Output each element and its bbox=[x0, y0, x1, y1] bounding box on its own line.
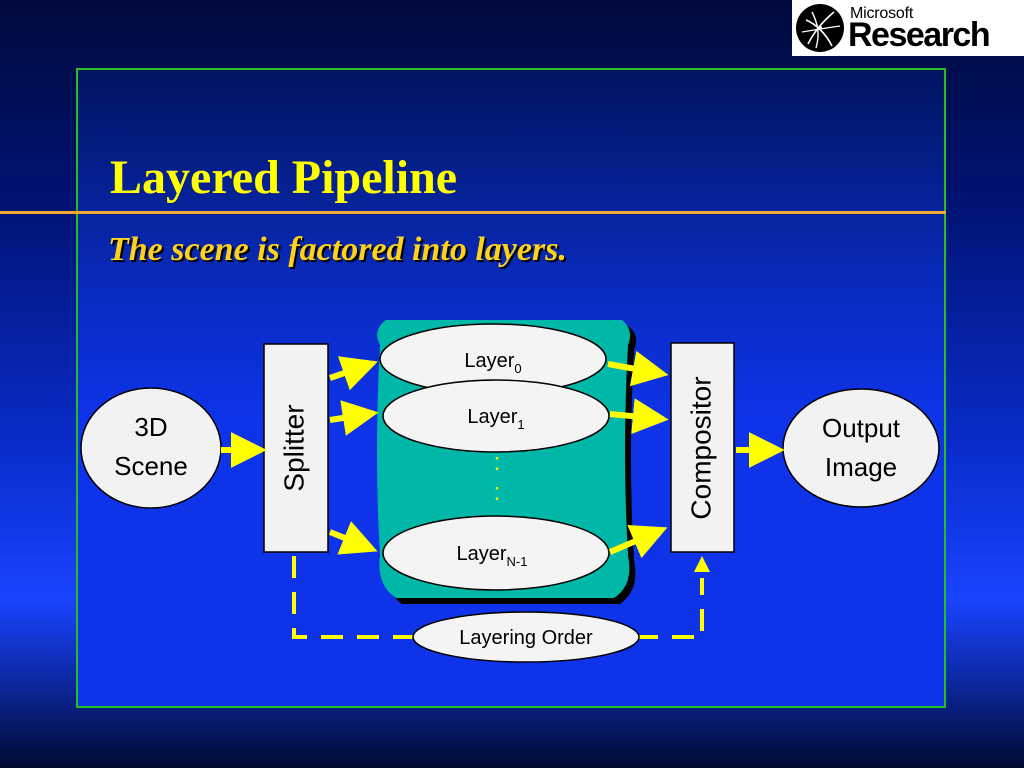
slide-title: Layered Pipeline bbox=[110, 151, 458, 204]
title-rule bbox=[0, 211, 946, 214]
logo-big-text: Research bbox=[848, 16, 991, 54]
arrow-splitter-to-layer-n-1 bbox=[328, 521, 378, 555]
arrow-layer-0-to-compositor bbox=[607, 350, 669, 387]
slide-subtitle: The scene is factored into layers. bbox=[108, 231, 567, 268]
arrow-layer-1-to-compositor bbox=[609, 398, 669, 435]
layer-0-base: Layer bbox=[464, 350, 514, 372]
dashed-line-right bbox=[636, 578, 704, 639]
layer-n-1-base: Layer bbox=[457, 543, 507, 565]
logo-small-text: Microsoft bbox=[850, 5, 914, 22]
logo-mark-icon bbox=[796, 4, 844, 52]
layer-0-label: Layer0 bbox=[464, 350, 521, 376]
layer-ellipsis: : : bbox=[494, 449, 501, 506]
arrow-splitter-to-layer-1 bbox=[329, 400, 379, 436]
layer-1-subscript: 1 bbox=[517, 417, 524, 432]
splitter-node: Splitter bbox=[263, 343, 329, 553]
pipeline-arrows bbox=[221, 350, 785, 559]
output-node: Output Image bbox=[782, 388, 940, 508]
dashed-arrowhead bbox=[694, 556, 710, 572]
layering-order-label: Layering Order bbox=[459, 627, 593, 649]
layer-ellipsis-bottom: : bbox=[494, 479, 501, 506]
microsoft-research-logo: Microsoft Research bbox=[792, 0, 1024, 56]
layer-1-base: Layer bbox=[467, 406, 517, 428]
layering-order-node: Layering Order bbox=[412, 611, 640, 663]
compositor-label: Compositor bbox=[685, 376, 716, 519]
output-label-line2: Image bbox=[825, 452, 897, 482]
layer-n-1-label: LayerN-1 bbox=[457, 543, 528, 569]
compositor-node: Compositor bbox=[670, 342, 735, 553]
layer-0-node: Layer0 bbox=[379, 323, 607, 395]
layer-n-1-node: LayerN-1 bbox=[382, 515, 610, 591]
layering-order-path bbox=[292, 556, 710, 639]
splitter-label: Splitter bbox=[278, 404, 309, 491]
arrow-layer-n-1-to-compositor bbox=[608, 525, 668, 559]
layer-1-node: Layer1 bbox=[382, 379, 610, 453]
scene-label-line1: 3D bbox=[134, 412, 167, 442]
scene-label-line2: Scene bbox=[114, 451, 188, 481]
layer-0-subscript: 0 bbox=[514, 361, 521, 376]
layer-n-1-subscript: N-1 bbox=[507, 554, 528, 569]
layer-1-label: Layer1 bbox=[467, 406, 524, 432]
scene-node: 3D Scene bbox=[80, 387, 222, 509]
layer-ellipsis-top: : bbox=[494, 449, 501, 476]
output-label-line1: Output bbox=[822, 413, 901, 443]
dashed-line-left bbox=[292, 556, 420, 639]
arrow-splitter-to-layer-0 bbox=[329, 356, 378, 391]
